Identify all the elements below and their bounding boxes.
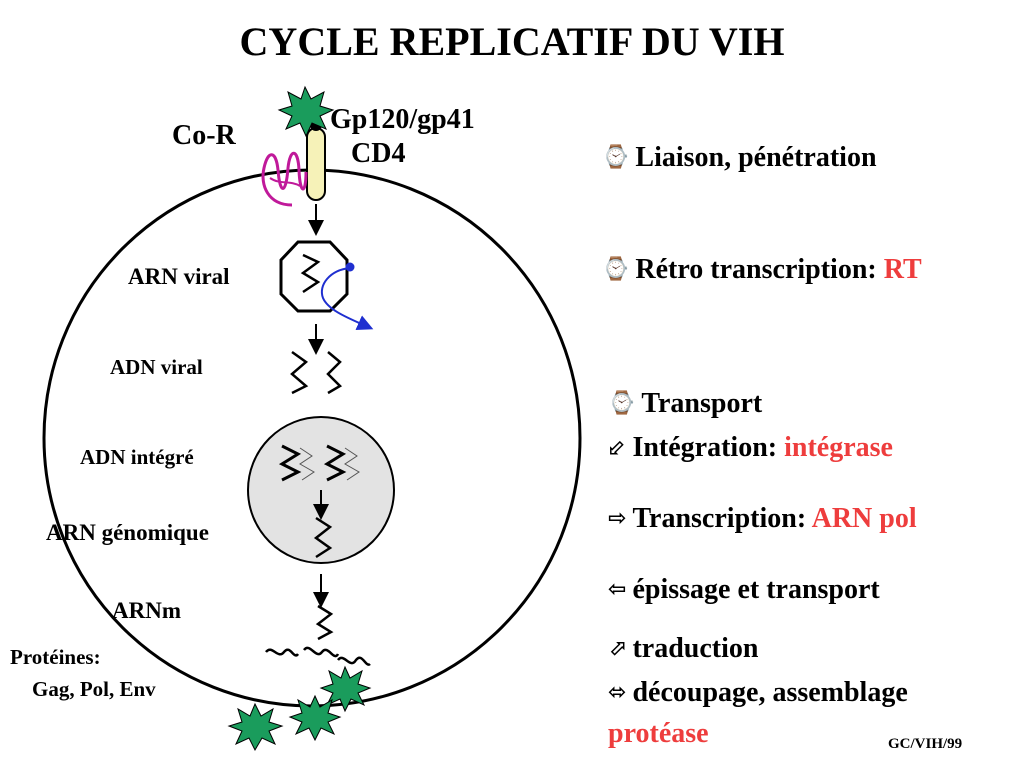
arrow-icon: ⬄ — [608, 680, 627, 705]
viral-capsid — [279, 240, 349, 313]
arrow-icon: ⬀ — [608, 636, 627, 661]
reverse-transcript — [320, 267, 374, 331]
genomic-rna — [313, 516, 333, 559]
virus-top — [277, 85, 335, 138]
viral-dna — [290, 350, 309, 395]
step-epissage: ⇦épissage et transport — [608, 574, 880, 605]
label-proteines: Protéines: — [10, 645, 101, 669]
virus-2 — [227, 702, 284, 752]
cd4-receptor — [306, 127, 326, 201]
clock-icon: ⌚ — [602, 145, 630, 170]
step-integration: ⬃Intégration: intégrase — [608, 432, 893, 463]
footer-code: GC/VIH/99 — [888, 736, 963, 752]
mrna — [315, 604, 334, 641]
step-traduction: ⬀traduction — [608, 633, 759, 664]
clock-icon: ⌚ — [608, 391, 636, 416]
step-decoupage: ⬄découpage, assemblage — [608, 677, 908, 708]
enzyme-rt: RT — [883, 254, 922, 285]
step-transcription: ⇨Transcription: ARN pol — [608, 503, 917, 534]
label-cd4: CD4 — [351, 138, 406, 169]
arrow-icon: ⬃ — [608, 435, 627, 460]
enzyme-arn-pol: ARN pol — [811, 503, 917, 534]
label-gp120: Gp120/gp41 — [330, 104, 475, 135]
integrated-dna — [278, 444, 302, 482]
label-arn-viral: ARN viral — [128, 264, 230, 289]
label-adn-viral: ADN viral — [110, 355, 203, 379]
label-adn-integre: ADN intégré — [80, 445, 194, 469]
arrow-icon: ⇦ — [608, 577, 627, 602]
label-arn-genomique: ARN génomique — [46, 520, 209, 545]
enzyme-integrase: intégrase — [784, 432, 893, 463]
arrow-icon: ⇨ — [608, 506, 627, 531]
step-liaison: ⌚Liaison, pénétration — [602, 142, 877, 173]
viral-proteins — [265, 648, 300, 657]
label-arnm: ARNm — [112, 598, 181, 623]
step-retro-transcription: ⌚Rétro transcription: RT — [602, 254, 922, 285]
label-coreceptor: Co-R — [172, 120, 236, 151]
coreceptor — [261, 151, 308, 207]
virus-3 — [288, 694, 342, 742]
clock-icon: ⌚ — [602, 257, 630, 282]
page-title: CYCLE REPLICATIF DU VIH — [239, 19, 785, 64]
step-transport: ⌚Transport — [608, 388, 763, 419]
enzyme-protease: protéase — [608, 718, 709, 749]
label-gag-pol-env: Gag, Pol, Env — [32, 677, 156, 701]
virus-1 — [319, 665, 372, 713]
